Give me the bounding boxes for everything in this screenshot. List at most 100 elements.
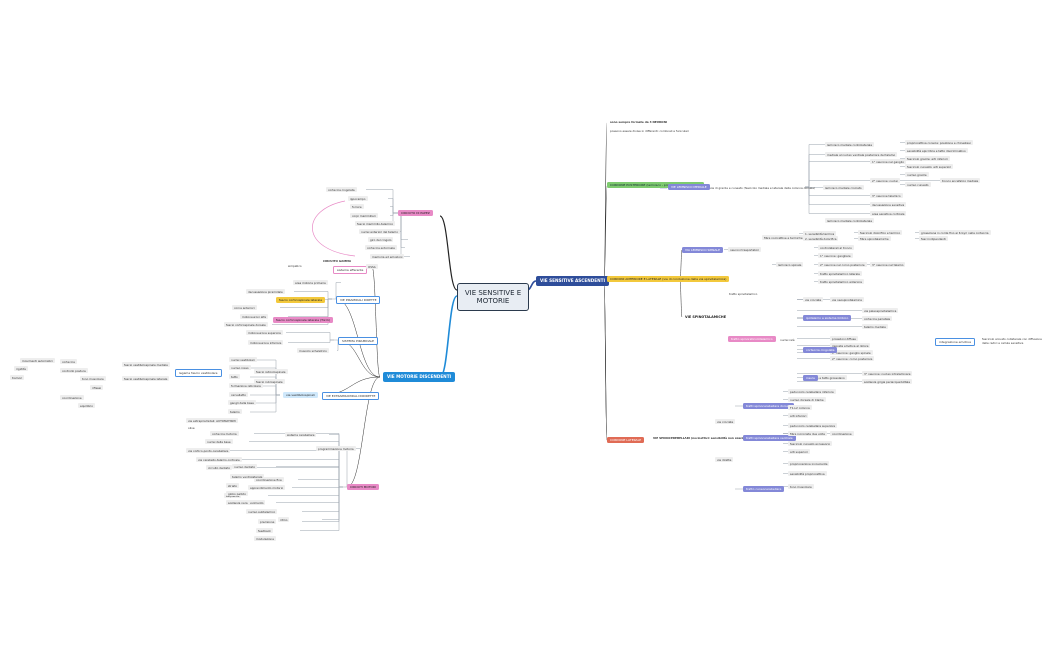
motor-circuit-item[interactable]: programmazione motoria [316, 446, 356, 451]
motor-circuit-item[interactable]: modulazione [254, 536, 276, 541]
extrapyramidal-item[interactable]: equilibrio [78, 403, 96, 408]
motor-circuit-item[interactable]: corteccia motoria [210, 431, 239, 436]
integration-emotive[interactable]: integrazione emotiva [935, 338, 975, 346]
lateral-item[interactable]: T1-L2 colonna [788, 405, 812, 410]
extrapyramidal-item[interactable]: nucleo rosso [229, 365, 251, 370]
papez-item[interactable]: fascio mammillo-talamico [355, 221, 396, 226]
lateral-item[interactable]: nucleo dorsale di Clarke [788, 397, 826, 402]
vestibular-callout[interactable]: legame fascio vestibolare [175, 369, 222, 377]
anterolateral-item[interactable]: 1° neurone: gangliare [818, 253, 853, 258]
spinothalamic-route[interactable]: VIE SPINOTALAMICHE [685, 315, 727, 319]
spinothal-item[interactable]: risposta emotiva al dolore [830, 343, 871, 348]
papez-item[interactable]: fornice [350, 204, 364, 209]
lateral-subgroup[interactable]: tratti spinocerebellare ventrale [743, 435, 796, 441]
extrapyramidal-item[interactable]: tono muscolare [80, 376, 106, 381]
gamma-end[interactable]: OSSA [366, 264, 378, 269]
anterolateral-item[interactable]: controlaterali al tronco [818, 245, 854, 250]
extrapyramidal-item[interactable]: gangli della base [228, 400, 256, 405]
direct-item[interactable]: corna anteriori [232, 305, 257, 310]
direct-highlight-2[interactable]: fascio corticospinale laterale (Türck) [273, 317, 334, 323]
lateral-item[interactable]: coordinazione [830, 431, 854, 436]
papez-circuit[interactable]: CIRCUITO DI PAPEZ [398, 210, 433, 216]
spinothal-item[interactable]: sostanza grigia periacqueduttale [862, 379, 913, 384]
papez-item[interactable]: memoria ed emozioni [370, 254, 405, 259]
posterior-item[interactable]: fascicolo gracile: arti inferiori [905, 156, 950, 161]
lateral-group[interactable]: vie dirette [715, 457, 734, 462]
lateral-item[interactable]: propriocezione incosciente [788, 461, 830, 466]
posterior-item[interactable]: sensibilità epicritica e tatto discrimin… [905, 148, 968, 153]
direct-item[interactable]: fascio corticospinale dorsale [224, 322, 268, 327]
motor-circuit-item[interactable]: nuclei della base [205, 439, 233, 444]
lateral-item[interactable]: fibre incrociate due volte [788, 431, 827, 436]
spinothal-item[interactable]: pressione e tatto grossolano [803, 375, 847, 380]
posterior-desc[interactable]: vie di gracile e cuneato (fascicolo medi… [710, 185, 816, 190]
extrapyramidal-item[interactable]: fascio rubrospinale [254, 379, 285, 384]
extrapyramidal-item[interactable]: tremori [10, 375, 25, 380]
posterior-item[interactable]: lemnisco mediale controlaterale [825, 218, 875, 223]
motor-circuit-item[interactable]: feedback [256, 528, 273, 533]
posterior-item[interactable]: mediale al nucleo ventrale posteriore de… [825, 152, 898, 157]
anterolateral-item[interactable]: 1. sensibilità termica [803, 231, 837, 236]
papez-item[interactable]: corteccia cingolata [326, 187, 357, 192]
spinothal-item[interactable]: corteccia parietale [862, 316, 893, 321]
posterior-item[interactable]: nucleo cuneato [905, 182, 931, 187]
anterolateral-item[interactable]: lemnisco spinale [776, 262, 804, 267]
posterior-item[interactable]: 1° neurone nel ganglio [870, 159, 906, 164]
motor-circuit-item[interactable]: circuito dentato [206, 465, 233, 470]
posterior-item[interactable]: propriocettiva conscia: posizione e chin… [905, 140, 973, 145]
extrapyramidal-item[interactable]: olive [188, 425, 195, 430]
papez-item[interactable]: corpi mammillari [350, 213, 378, 218]
posterior-route[interactable]: VIE LEMNISCO MEDIALE [668, 184, 710, 190]
extra-system[interactable]: SISTEMA PIRAMIDALE [338, 337, 379, 345]
spinothal-group-c[interactable]: insula [803, 375, 818, 381]
lateral-item[interactable]: sensibilità propriocettiva [788, 471, 827, 476]
lateral-subgroup[interactable]: tratto cuneocerebellare [743, 486, 785, 492]
posterior-item[interactable]: area sensitiva corticale [870, 211, 907, 216]
gamma-sub[interactable]: sistema efferente [333, 266, 368, 274]
lateral-item[interactable]: peduncolo cerebellare inferiore [788, 389, 836, 394]
lateral-route[interactable]: VIE SPINOCEREBELLARI (nocicettivi: sensi… [653, 435, 752, 440]
extrapyramidal-item[interactable]: nuclei vestibolari [229, 357, 257, 362]
spinothal-item[interactable]: 3° neurone: nucleo intralaminare [862, 371, 913, 376]
lateral-item[interactable]: tono muscolare [788, 484, 814, 489]
extrapyramidal-item[interactable]: formazione reticolare [229, 383, 263, 388]
lateral-item[interactable]: fascicolo cuneato accessorio [788, 441, 833, 446]
spinothal-pink[interactable]: tratto spinoreticolotalamico [728, 336, 776, 342]
extrapyramidal-item[interactable]: coordinazione [60, 395, 84, 400]
extrapyramidal-item[interactable]: cervelletto [229, 392, 248, 397]
motor-circuit-item[interactable]: coordinazione fine [254, 477, 284, 482]
extrapyramidal-item[interactable]: fascio vestibolospinale laterale [122, 376, 170, 381]
spinothal-item[interactable]: talamo mediale [862, 324, 888, 329]
spinothal-lateral[interactable]: tratto spinotalamico [729, 291, 758, 296]
spinothal-item[interactable]: vie crociate [803, 297, 824, 302]
papez-item[interactable]: giro del cingolo [368, 237, 394, 242]
papez-item[interactable]: ippocampo [348, 196, 368, 201]
posterior-item[interactable]: fascicolo cuneato: arti superiori [905, 164, 954, 169]
spinothal-item[interactable]: nuclei relè [780, 337, 795, 342]
anterolateral-item[interactable]: 2. sensibilità dolorifica [803, 236, 839, 241]
anterolateral-item[interactable]: fascicolo dolorifico e termico [858, 230, 903, 235]
intro-note[interactable]: possono essere divise in differenti: cor… [610, 128, 689, 133]
integration-note[interactable]: fascicolo arcuato collaterale con diffus… [982, 336, 1042, 345]
extrapyramidal-item[interactable]: controllo postura [60, 368, 88, 373]
extra-item[interactable]: motoneurone inferiore [248, 340, 284, 345]
motor-circuit-item[interactable]: nucleo dentato [232, 464, 258, 469]
spinothal-item[interactable]: 2° neurone: corno posteriore [830, 356, 875, 361]
extrapyramidal-item[interactable]: talamo [228, 409, 242, 414]
extrapyramidal-item[interactable]: vie extrapiramidali: AUTOMATISMI [186, 418, 238, 423]
lateral-group[interactable]: vie crociate [715, 419, 736, 424]
posterior-item[interactable]: tronco encefalico mediale [940, 178, 981, 183]
motor-circuit-item[interactable]: sostanza nera [226, 500, 250, 505]
spinothal-item[interactable]: via paleospinotalamica [862, 308, 899, 313]
motor-circuit-item[interactable]: precisione [258, 519, 277, 524]
vestibular-route[interactable]: vie vestibolospinali [283, 392, 318, 398]
papez-item[interactable]: nuclei anteriori del talamo [359, 229, 400, 234]
spinothal-item[interactable]: via neospinotalamica [830, 297, 864, 302]
motor-circuit-item[interactable]: via cortico-ponto-cerebellare [186, 448, 231, 453]
anterolateral-item[interactable]: tratto spinotalamico anteriore [818, 279, 864, 284]
lateral-item[interactable]: arti inferiori [788, 413, 809, 418]
gamma-side[interactable]: simpatico [288, 263, 302, 268]
motor-circuit-item[interactable]: talamo ventrolaterale [230, 474, 265, 479]
direct-highlight[interactable]: fascio corticospinale laterale [276, 297, 326, 303]
posterior-item[interactable]: lemnisco mediale controlaterale [825, 142, 875, 147]
